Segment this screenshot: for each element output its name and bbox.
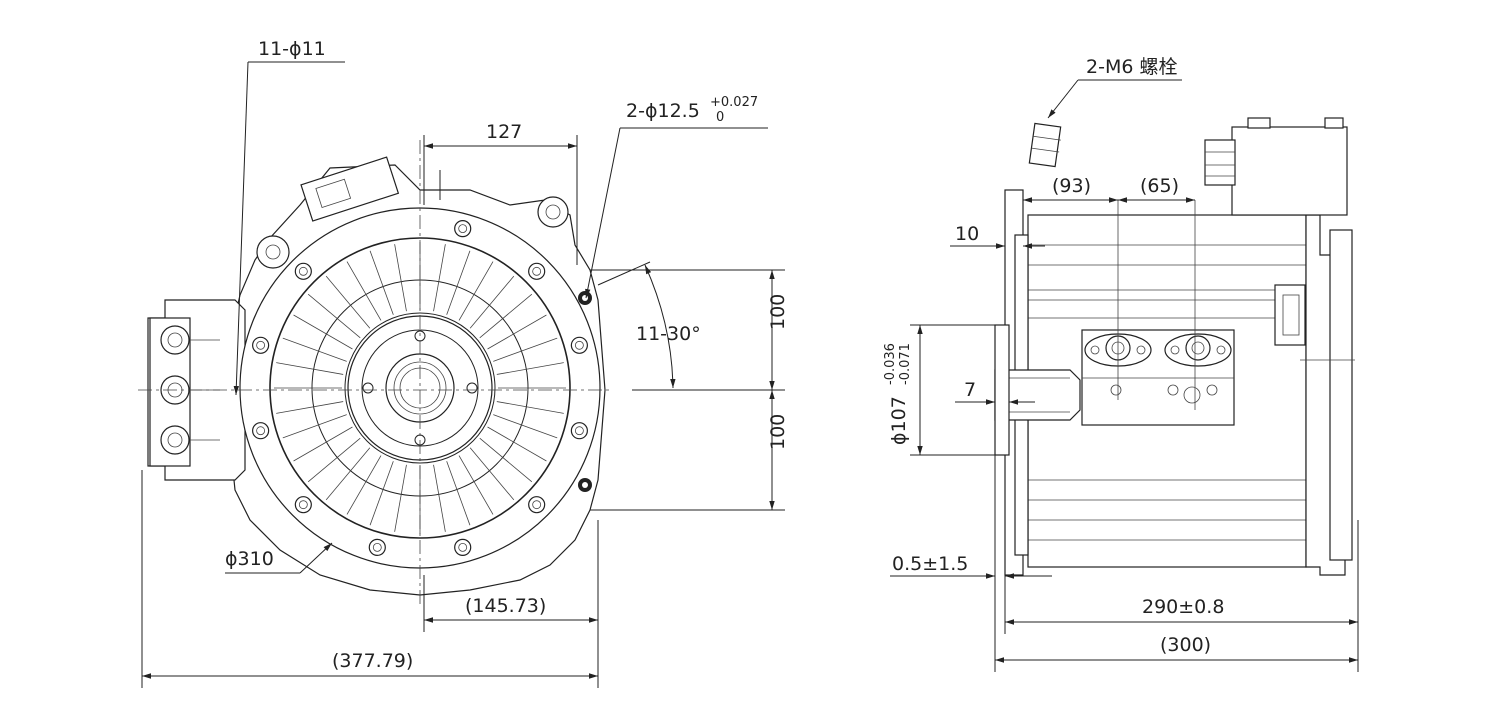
fin (433, 244, 446, 312)
fin (493, 414, 558, 439)
bolt-hole (252, 422, 270, 440)
bolt-hole-inner (298, 266, 308, 276)
pin-hole-tol-lower: 0 (716, 110, 724, 125)
bolt-hole-inner (574, 340, 584, 350)
fin (346, 261, 382, 321)
bolt-hole-inner (458, 224, 468, 234)
bolt-hole (368, 538, 386, 556)
dim-145: (145.73) (465, 595, 546, 617)
bolt-hole (252, 336, 270, 354)
bolt-hole (570, 336, 588, 354)
fin (307, 293, 361, 339)
bolt-hole-inner (574, 426, 584, 436)
bolt-hole (570, 422, 588, 440)
fin (446, 250, 471, 315)
fin (479, 293, 533, 339)
fin (293, 314, 353, 350)
fin (325, 447, 371, 501)
fin (433, 464, 446, 532)
front-view: 11-ϕ11 127 2-ϕ12.5 +0.027 0 11-30° 100 1… (138, 38, 789, 688)
fin (369, 250, 394, 315)
diameter-label: ϕ310 (225, 548, 274, 570)
mounting-bolts (252, 220, 588, 556)
bolt-hole (454, 220, 472, 238)
dim-0-5: 0.5±1.5 (892, 553, 968, 575)
bolt-hole-inner (298, 500, 308, 510)
junction-box-top (1231, 126, 1348, 216)
dim-300: (300) (1160, 634, 1211, 656)
dim-7: 7 (964, 379, 976, 401)
dim-290: 290±0.8 (1142, 596, 1224, 618)
dim-377: (377.79) (332, 650, 413, 672)
bolt-hole (454, 538, 472, 556)
m6-bolt (1028, 122, 1062, 168)
fin (458, 261, 494, 321)
pin-hole-label: 2-ϕ12.5 (626, 100, 700, 122)
bolt-hole (294, 496, 312, 514)
dim-100-upper: 100 (767, 294, 789, 330)
fin (282, 337, 347, 362)
fin (325, 275, 371, 329)
pin-hole-tol-upper: +0.027 (710, 95, 758, 110)
fin (346, 455, 382, 515)
bolt-hole-inner (458, 542, 468, 552)
shaft-dia-label: ϕ107 (888, 396, 910, 445)
bolt-hole-inner (532, 266, 542, 276)
fin (446, 461, 471, 526)
fin (282, 414, 347, 439)
bolt-label: 2-M6 螺栓 (1086, 56, 1177, 78)
fin (293, 426, 353, 462)
fin (307, 437, 361, 483)
fin (458, 455, 494, 515)
dim-65: (65) (1140, 175, 1179, 197)
angle-label: 11-30° (636, 323, 701, 345)
bolt-hole (528, 496, 546, 514)
dim-93: (93) (1052, 175, 1091, 197)
fin (469, 275, 515, 329)
fin (487, 314, 547, 350)
shaft-tol-lower: -0.071 (898, 343, 913, 385)
bolt-hole-inner (372, 542, 382, 552)
connector-top (300, 156, 400, 222)
oil-port-right (1164, 333, 1232, 367)
side-connector (1274, 284, 1306, 346)
bolt-hole (294, 262, 312, 280)
bolt-hole-inner (256, 426, 266, 436)
fin (394, 244, 407, 312)
cooling-fins (274, 242, 566, 534)
dim-10: 10 (955, 223, 979, 245)
fin (493, 337, 558, 362)
fin (394, 464, 407, 532)
side-view: 2-M6 螺栓 (93) (65) 10 ϕ107 -0.036 -0.071 … (883, 56, 1359, 672)
shaft-tol-upper: -0.036 (883, 343, 898, 385)
bolt-hole (528, 262, 546, 280)
bolt-hole-inner (256, 340, 266, 350)
bolt-hole-inner (532, 500, 542, 510)
holes-label: 11-ϕ11 (258, 38, 326, 60)
dim-127: 127 (486, 121, 522, 143)
fin (487, 426, 547, 462)
fin (496, 401, 564, 414)
dim-100-lower: 100 (767, 414, 789, 450)
left-junction-box (147, 299, 246, 481)
fin (496, 362, 564, 375)
fin (276, 362, 344, 375)
fin (479, 437, 533, 483)
fin (469, 447, 515, 501)
fin (369, 461, 394, 526)
fin (276, 401, 344, 414)
